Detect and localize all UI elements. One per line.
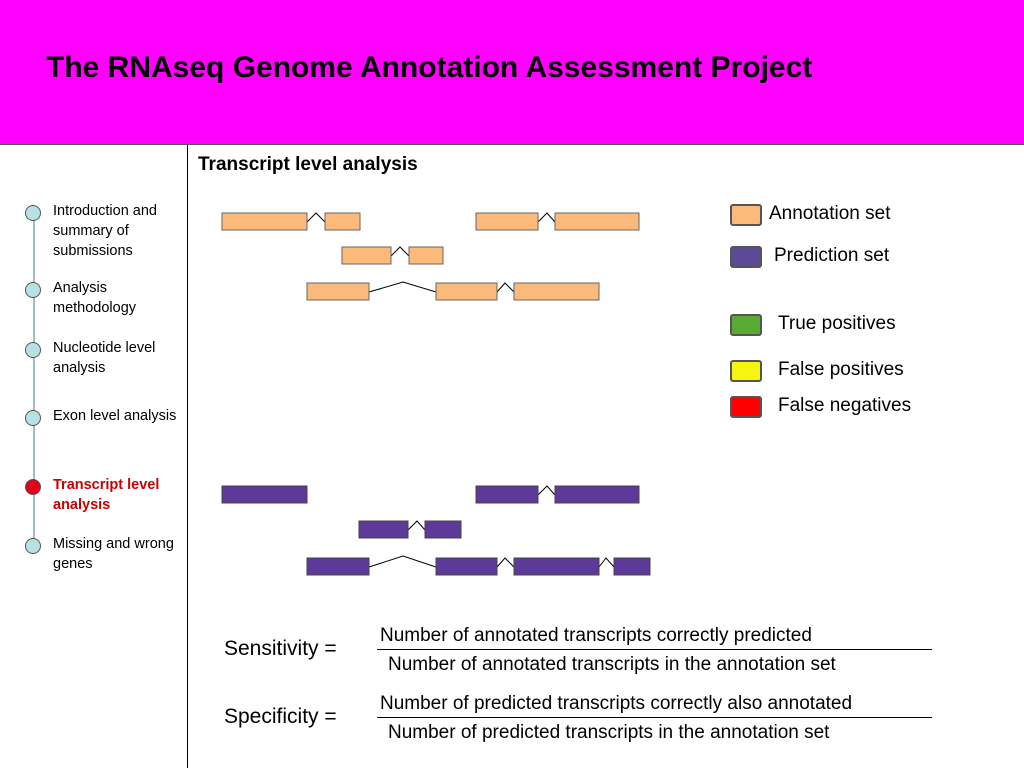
legend-label: Annotation set: [769, 203, 891, 224]
prediction-exon: [513, 557, 600, 576]
intron-line: [496, 557, 515, 568]
prediction-exons: [221, 485, 651, 576]
specificity-label: Specificity =: [224, 705, 337, 728]
false-negative-swatch-icon: [730, 396, 762, 418]
annotation-swatch-icon: [730, 204, 762, 226]
annotation-exon: [221, 212, 308, 231]
intron-line: [368, 281, 437, 293]
intron-line: [306, 212, 326, 223]
nav-dot-icon: [25, 538, 41, 554]
prediction-exon: [358, 520, 409, 539]
nav-dot-icon: [25, 342, 41, 358]
prediction-exon: [435, 557, 498, 576]
intron-line: [537, 485, 556, 496]
prediction-exon: [613, 557, 651, 576]
prediction-exon: [306, 557, 370, 576]
annotation-exon: [408, 246, 444, 265]
nav-item-label: Analysis methodology: [53, 280, 137, 316]
nav-dot-icon: [25, 282, 41, 298]
prediction-swatch-icon: [730, 246, 762, 268]
annotation-exon: [554, 212, 640, 231]
annotation-exon: [341, 246, 392, 265]
specificity-numerator: Number of predicted transcripts correctl…: [380, 693, 853, 714]
section-title: Transcript level analysis: [198, 154, 418, 175]
nav-dot-active-icon: [25, 479, 41, 495]
false-positive-swatch-icon: [730, 360, 762, 382]
nav-item-label: Introduction and summary of submissions: [53, 203, 157, 259]
annotation-exon: [324, 212, 361, 231]
nav-timeline-line: [33, 213, 35, 547]
specificity-denominator: Number of predicted transcripts in the a…: [388, 722, 830, 743]
prediction-exon: [554, 485, 640, 504]
nav-item-label: Missing and wrong genes: [53, 536, 174, 572]
intron-line: [537, 212, 556, 223]
nav-item-label: Nucleotide level analysis: [53, 340, 156, 376]
sidebar-divider: [187, 145, 188, 768]
page-title: The RNAseq Genome Annotation Assessment …: [46, 51, 813, 84]
legend-label: False negatives: [778, 395, 912, 416]
intron-line: [496, 282, 515, 293]
annotation-exon: [513, 282, 600, 301]
annotation-exon: [306, 282, 370, 301]
annotation-exon: [435, 282, 498, 301]
prediction-exon: [424, 520, 462, 539]
legend-label: True positives: [778, 313, 896, 334]
intron-line: [390, 246, 410, 257]
annotation-exon: [475, 212, 539, 231]
intron-line: [598, 557, 615, 568]
nav-dot-icon: [25, 205, 41, 221]
intron-line: [368, 555, 437, 568]
header-banner: The RNAseq Genome Annotation Assessment …: [0, 0, 1024, 145]
sensitivity-label: Sensitivity =: [224, 637, 337, 660]
prediction-exon: [475, 485, 539, 504]
nav-item-label: Transcript level analysis: [53, 477, 160, 513]
sensitivity-numerator: Number of annotated transcripts correctl…: [380, 625, 812, 646]
legend-label: False positives: [778, 359, 904, 380]
intron-line: [407, 520, 426, 531]
annotation-exons: [221, 212, 640, 301]
sensitivity-denominator: Number of annotated transcripts in the a…: [388, 654, 836, 675]
sensitivity-fraction-bar: [377, 649, 932, 650]
specificity-fraction-bar: [377, 717, 932, 718]
legend-label: Prediction set: [774, 245, 890, 266]
nav-dot-icon: [25, 410, 41, 426]
nav-item-label: Exon level analysis: [53, 408, 177, 424]
prediction-exon: [221, 485, 308, 504]
true-positive-swatch-icon: [730, 314, 762, 336]
intron-lines: [306, 212, 615, 568]
